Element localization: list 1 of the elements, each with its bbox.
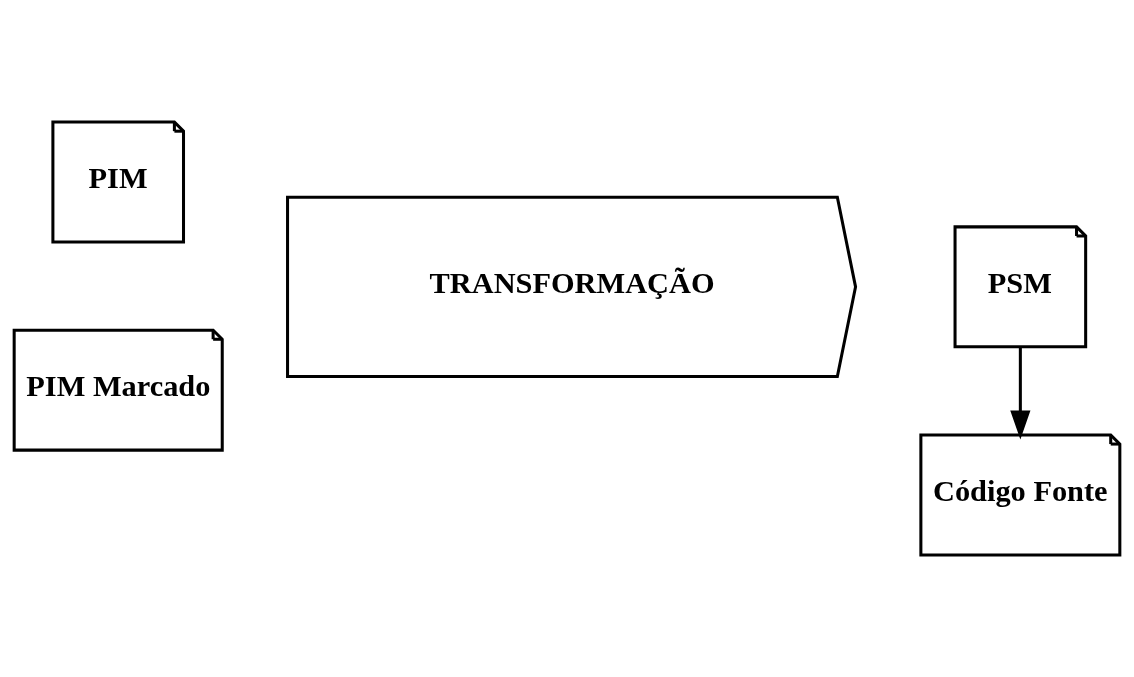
arrow [1010,346,1031,440]
